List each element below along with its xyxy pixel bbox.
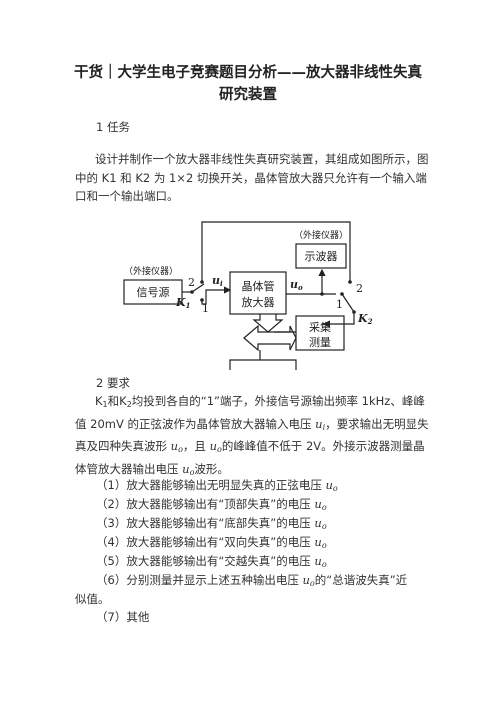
junction-dot — [320, 292, 324, 296]
k1-pivot — [190, 290, 194, 294]
ext-right-label: （外接仪器） — [294, 229, 348, 241]
requirement-item-7: （7）其他 — [96, 610, 150, 624]
requirement-item-6: （6）分别测量并显示上述五种输出电压 uo的“总谐波失真”近 — [96, 573, 408, 588]
k1-terminal-2 — [200, 280, 204, 284]
uo-label: uo — [290, 278, 303, 292]
measurement-label-line1: 采集 — [309, 320, 331, 334]
amp-label-line2: 放大器 — [242, 295, 275, 309]
scope-label: 示波器 — [305, 250, 338, 263]
k2-terminal-1-label: 1 — [336, 298, 343, 311]
amplifier-box — [229, 271, 287, 315]
signal-source-label: 信号源 — [137, 285, 170, 299]
bottom-box — [229, 359, 297, 370]
measurement-wire — [322, 312, 355, 328]
requirement-item-2: （2）放大器能够输出有“顶部失真”的电压 uo — [96, 497, 327, 512]
section-2-heading: 2 要求 — [96, 376, 130, 390]
k1-label: K1 — [175, 296, 190, 310]
k2-switch-blade — [341, 293, 355, 313]
feedback-wire — [201, 221, 351, 282]
k2-terminal-1 — [340, 292, 344, 296]
k2-terminal-2 — [348, 280, 352, 284]
requirement-item-6-continued: 似值。 — [75, 592, 110, 606]
k2-terminal-2-label: 2 — [356, 282, 363, 295]
requirement-item-4: （4）放大器能够输出有“双向失真”的电压 uo — [96, 535, 327, 550]
page-title: 干货｜大学生电子竞赛题目分析——放大器非线性失真研究装置 — [74, 65, 422, 103]
ui-label: ui — [212, 274, 223, 288]
k1-terminal-2-label: 2 — [188, 276, 195, 289]
amp-input-wire — [201, 286, 232, 305]
requirement-item-5: （5）放大器能够输出有“交越失真”的电压 uo — [96, 554, 327, 569]
amp-label-line1: 晶体管 — [242, 279, 275, 293]
measurement-box — [295, 315, 345, 351]
k1-terminal-1 — [200, 298, 204, 302]
k1-terminal-1-label: 1 — [202, 302, 209, 315]
k2-label: K2 — [357, 312, 373, 326]
section-1-paragraph: 设计并制作一个放大器非线性失真研究装置，其组成如图所示，图中的 K1 和 K2 … — [75, 152, 429, 203]
section-1-heading: 1 任务 — [96, 120, 130, 134]
section-2-paragraph: K1和K2均投到各自的“1”端子，外接信号源输出频率 1kHz、峰峰值 20mV… — [75, 394, 429, 477]
block-diagram: （外接仪器） （外接仪器） 信号源 晶体管 放大器 示波器 采集 测量 2 1 … — [123, 221, 373, 370]
k1-switch-blade — [191, 283, 205, 293]
ext-left-label: （外接仪器） — [124, 265, 178, 277]
measurement-label-line2: 测量 — [309, 336, 331, 349]
bidirectional-arrow — [243, 324, 297, 352]
scope-box — [295, 243, 347, 269]
requirement-item-1: （1）放大器能够输出无明显失真的正弦电压 uo — [96, 478, 338, 493]
requirement-item-3: （3）放大器能够输出有“底部失真”的电压 uo — [96, 516, 327, 531]
k2-pivot — [352, 310, 356, 314]
